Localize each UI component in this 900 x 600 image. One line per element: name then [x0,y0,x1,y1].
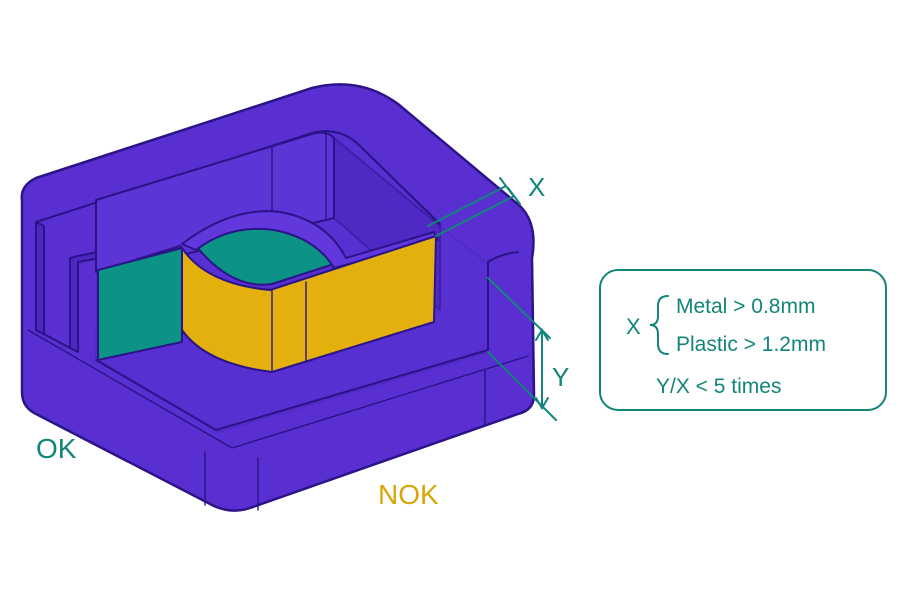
spec-plastic-line: Plastic > 1.2mm [676,333,826,356]
x-tick-2 [507,187,521,205]
x-guide-line-2 [435,195,515,237]
ok-wall-teal [97,247,183,361]
spec-x-symbol: X [626,314,641,339]
spec-ratio-line: Y/X < 5 times [656,375,781,398]
x-marker-label: X [528,172,545,202]
nok-wall-seams [271,281,307,373]
part-bottom-band [27,329,529,449]
y-arrow-top [535,328,549,341]
ok-label: OK [36,433,77,464]
part-cavity-right-rim [487,251,519,351]
spec-box-frame [599,269,887,411]
spec-box: X Metal > 0.8mm Plastic > 1.2mm Y/X < 5 … [599,269,887,411]
x-guide-line-1 [427,185,507,227]
nok-label: NOK [378,479,439,510]
y-marker-label: Y [552,362,569,392]
y-dimension-marker [487,277,557,421]
y-guide-top [487,277,551,339]
y-arrow-bottom [535,397,549,410]
boss-top-rim [181,210,439,269]
spec-curly-brace [649,295,669,355]
molded-part [20,83,536,512]
x-dimension-marker [427,177,521,237]
y-guide-bottom [487,351,557,421]
part-cavity-front-rim [95,349,489,431]
spec-metal-line: Metal > 0.8mm [676,295,815,318]
part-front-edges [204,369,486,511]
nok-wall-gold [181,235,437,373]
